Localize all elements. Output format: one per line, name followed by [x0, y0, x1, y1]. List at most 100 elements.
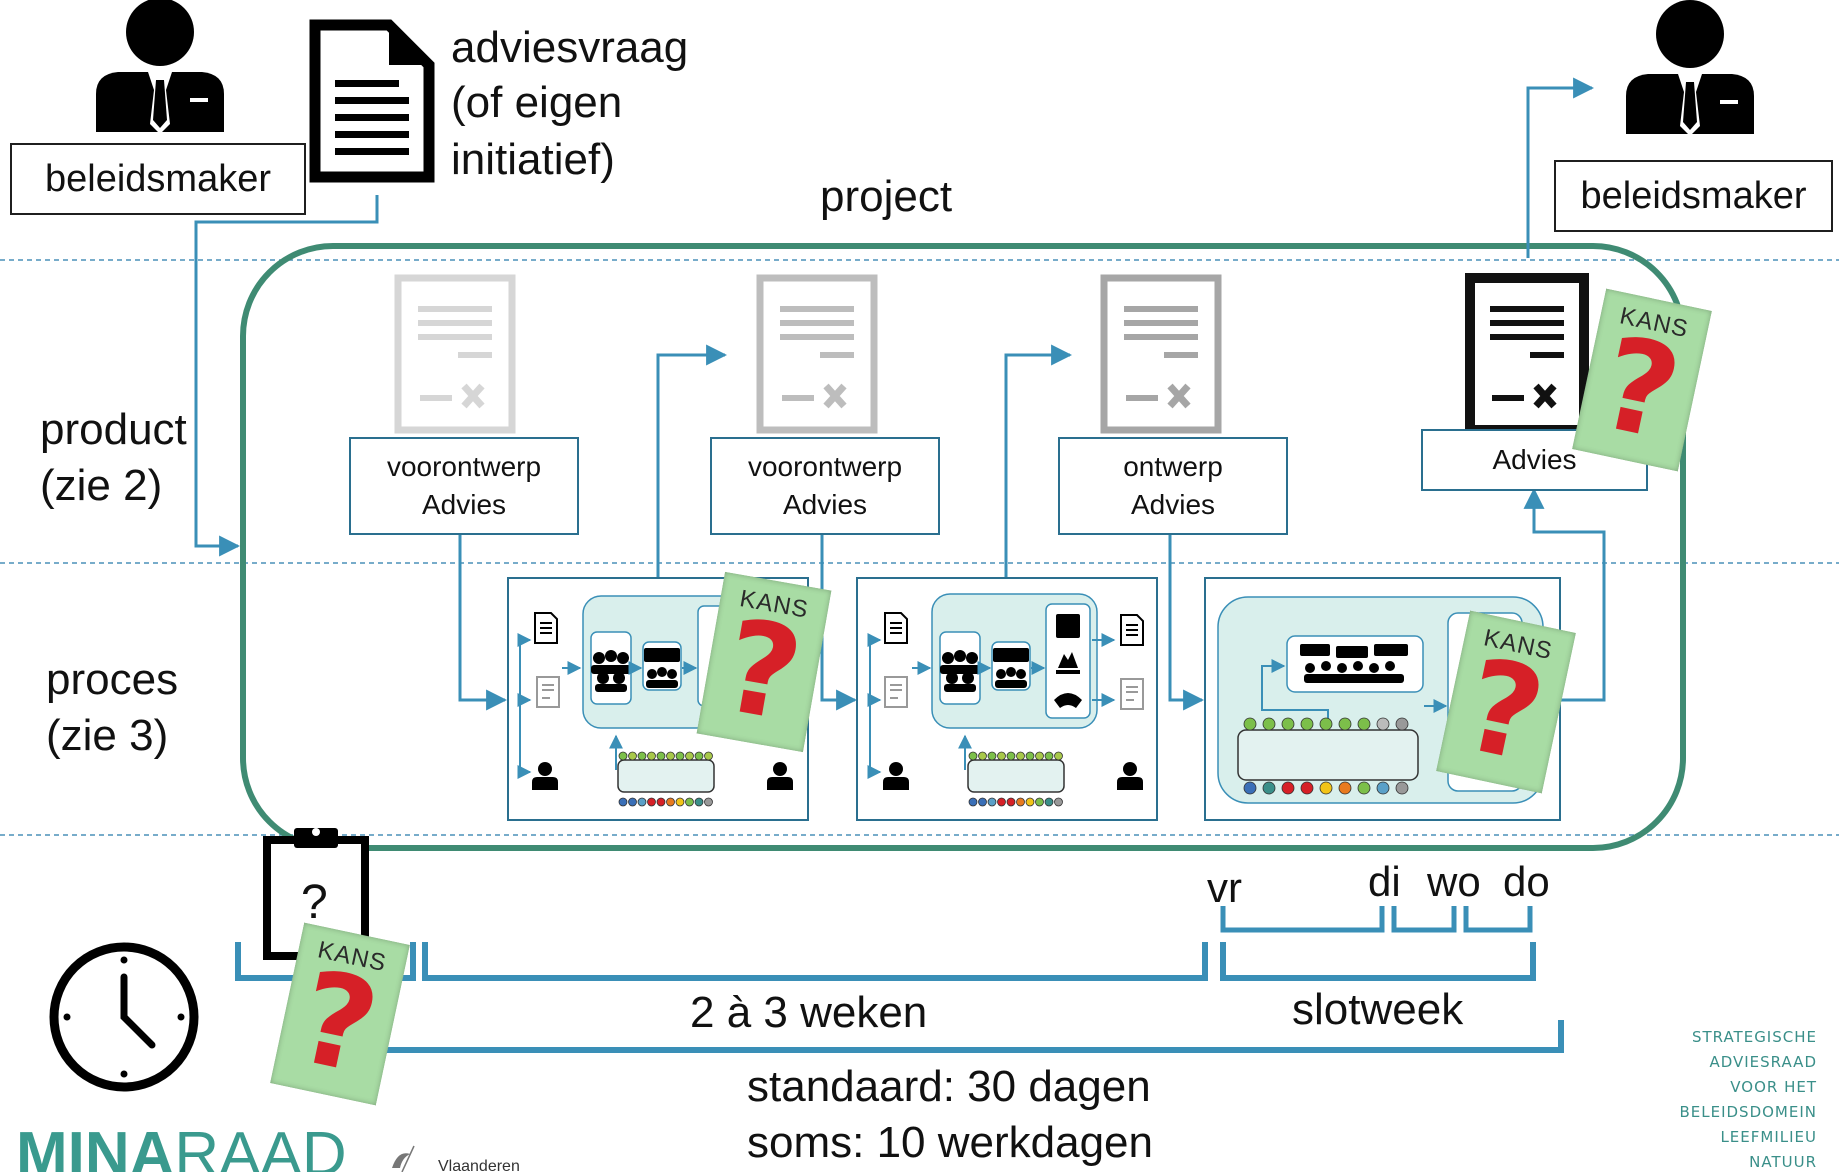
table-top-dot-2-5 — [1016, 751, 1025, 761]
minaraad-logo: MINARAAD — [16, 1124, 347, 1172]
org-line-3: VOOR HET — [1730, 1078, 1817, 1096]
product-box-3: ontwerp Advies — [1058, 437, 1288, 535]
table-top-dot-1-0 — [618, 751, 628, 761]
table-top-dot-1-5 — [666, 751, 675, 761]
table-top-dot-2-6 — [1025, 751, 1035, 761]
product-1-line-2: Advies — [421, 489, 507, 520]
table-top-dot-3-3 — [1300, 717, 1314, 731]
table-top-dot-1-8 — [694, 751, 704, 761]
table-bottom-dot-2-2 — [987, 797, 997, 807]
table-bottom-dot-2-3 — [997, 797, 1006, 807]
table-top-dot-1-1 — [628, 751, 637, 761]
table-top-dot-3-6 — [1357, 717, 1371, 731]
policy-maker-left-label: beleidsmaker — [45, 157, 271, 200]
policy-maker-left-box: beleidsmaker — [10, 143, 306, 215]
table-bottom-dot-1-7 — [685, 797, 694, 807]
request-line-3: initiatief) — [451, 135, 615, 184]
product-3-line-2: Advies — [1130, 489, 1216, 520]
table-top-dot-2-8 — [1044, 751, 1054, 761]
product-doc-icon-2 — [756, 274, 878, 434]
table-top-dot-2-9 — [1054, 751, 1063, 761]
table-top-dot-2-4 — [1006, 751, 1016, 761]
org-line-2: ADVIESRAAD — [1709, 1053, 1817, 1071]
day-di: di — [1368, 858, 1401, 905]
product-doc-icon-1 — [394, 274, 516, 434]
table-bottom-dot-2-1 — [978, 797, 987, 807]
table-top-dot-2-3 — [997, 751, 1006, 761]
table-top-dot-2-2 — [987, 751, 997, 761]
table-bottom-dot-3-0 — [1243, 781, 1257, 795]
product-2-line-1: voorontwerp — [747, 451, 903, 482]
request-line-1: adviesvraag — [451, 23, 689, 72]
table-bottom-dot-3-2 — [1281, 781, 1295, 795]
row-proces-line-2: (zie 3) — [46, 711, 169, 760]
table-bottom-dot-1-1 — [628, 797, 637, 807]
table-bottom-dot-1-0 — [618, 797, 628, 807]
org-line-5: LEEFMILIEU — [1720, 1128, 1817, 1146]
table-bottom-dot-2-6 — [1025, 797, 1035, 807]
table-bottom-dot-1-8 — [694, 797, 704, 807]
table-top-dot-2-0 — [968, 751, 978, 761]
day-vr: vr — [1207, 864, 1242, 911]
period-weeks: 2 à 3 weken — [690, 988, 928, 1037]
row-product-line-1: product — [40, 405, 187, 454]
table-bottom-dot-2-7 — [1035, 797, 1044, 807]
table-top-dot-2-7 — [1035, 751, 1044, 761]
org-line-6: NATUUR — [1749, 1153, 1817, 1171]
row-proces-line-1: proces — [46, 655, 179, 704]
policy-maker-right-box: beleidsmaker — [1554, 160, 1833, 232]
table-bottom-dot-2-4 — [1006, 797, 1016, 807]
deadline-sometimes: soms: 10 werkdagen — [747, 1118, 1153, 1167]
product-3-line-1: ontwerp — [1123, 451, 1223, 482]
product-box-1: voorontwerp Advies — [349, 437, 579, 535]
table-top-dot-1-2 — [637, 751, 647, 761]
product-4-line-2: Advies — [1492, 444, 1577, 475]
table-bottom-dot-1-5 — [666, 797, 675, 807]
clipboard-question-mark: ? — [301, 876, 328, 929]
table-top-dot-3-5 — [1338, 717, 1352, 731]
table-top-dot-3-0 — [1243, 717, 1257, 731]
organisation-text: STRATEGISCHE ADVIESRAAD VOOR HET BELEIDS… — [1679, 1025, 1817, 1175]
product-doc-icon-3 — [1100, 274, 1222, 434]
logo-mina: MINA — [16, 1124, 175, 1172]
table-bottom-dot-1-3 — [647, 797, 656, 807]
table-top-dot-3-1 — [1262, 717, 1276, 731]
vlaanderen-logo: Vlaanderen — [438, 1158, 520, 1172]
table-bottom-dot-3-1 — [1262, 781, 1276, 795]
table-top-dot-1-9 — [704, 751, 713, 761]
period-slotweek: slotweek — [1292, 985, 1464, 1034]
logo-raad: RAAD — [174, 1124, 347, 1172]
table-bottom-dot-2-9 — [1054, 797, 1063, 807]
table-top-dot-3-2 — [1281, 717, 1295, 731]
table-bottom-dot-3-5 — [1338, 781, 1352, 795]
table-top-dot-3-4 — [1319, 717, 1333, 731]
table-bottom-dot-2-5 — [1016, 797, 1025, 807]
table-bottom-dot-3-4 — [1319, 781, 1333, 795]
table-top-dot-1-7 — [685, 751, 694, 761]
table-top-dot-3-7 — [1376, 717, 1390, 731]
project-label: project — [820, 172, 953, 221]
day-do: do — [1503, 858, 1550, 905]
product-1-line-1: voorontwerp — [386, 451, 542, 482]
table-top-dot-1-4 — [656, 751, 666, 761]
table-bottom-dot-3-6 — [1357, 781, 1371, 795]
table-top-dot-1-6 — [675, 751, 685, 761]
table-bottom-dot-1-2 — [637, 797, 647, 807]
table-top-dot-2-1 — [978, 751, 987, 761]
table-bottom-dot-1-4 — [656, 797, 666, 807]
deadline-standard: standaard: 30 dagen — [747, 1062, 1151, 1111]
table-bottom-dot-3-3 — [1300, 781, 1314, 795]
table-top-dot-3-8 — [1395, 717, 1409, 731]
table-bottom-dot-1-9 — [704, 797, 713, 807]
day-wo: wo — [1427, 858, 1481, 905]
table-bottom-dot-2-0 — [968, 797, 978, 807]
org-line-1: STRATEGISCHE — [1691, 1028, 1817, 1046]
table-bottom-dot-3-7 — [1376, 781, 1390, 795]
policy-maker-right-label: beleidsmaker — [1580, 174, 1807, 217]
table-bottom-dot-3-8 — [1395, 781, 1409, 795]
product-doc-icon-4 — [1465, 273, 1589, 435]
request-line-2: (of eigen — [451, 78, 623, 127]
table-bottom-dot-2-8 — [1044, 797, 1054, 807]
